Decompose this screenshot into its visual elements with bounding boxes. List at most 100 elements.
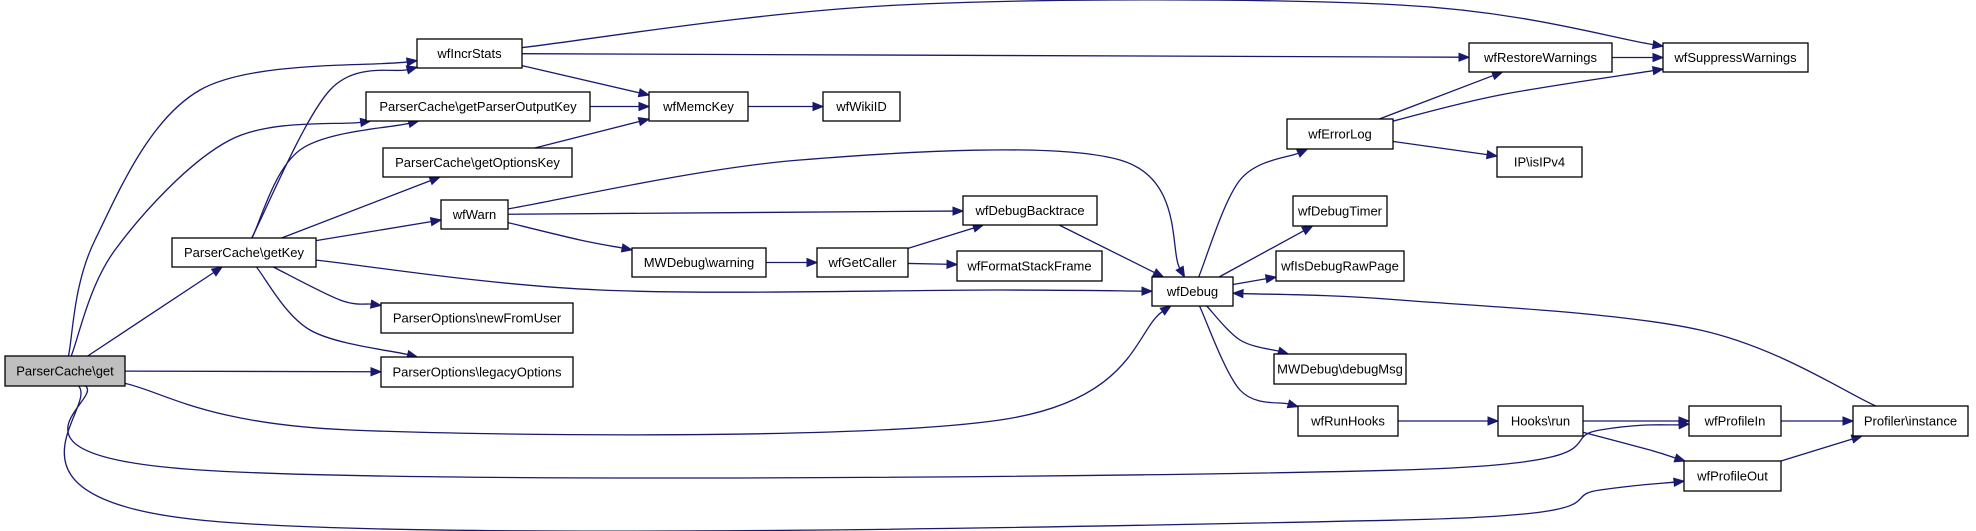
node-box[interactable] xyxy=(1468,42,1613,73)
node-box[interactable] xyxy=(4,355,126,387)
edge-wfMemcKey-to-wfWikiID xyxy=(748,101,825,112)
node-box[interactable] xyxy=(816,247,909,278)
edge-getOptionsKey-to-wfMemcKey xyxy=(534,117,651,149)
node-box[interactable] xyxy=(365,91,591,122)
node-hooksRun[interactable]: Hooks\run xyxy=(1497,405,1584,437)
node-label: MWDebug\debugMsg xyxy=(1277,362,1403,377)
node-wfRestoreWarnings[interactable]: wfRestoreWarnings xyxy=(1468,42,1613,73)
node-wfErrorLog[interactable]: wfErrorLog xyxy=(1286,118,1394,150)
arrowhead-icon xyxy=(1652,52,1665,63)
edge-line xyxy=(1218,230,1305,278)
edge-line xyxy=(1582,431,1676,459)
node-get[interactable]: ParserCache\get xyxy=(4,355,126,387)
edge-line xyxy=(251,69,408,239)
node-label: wfGetCaller xyxy=(828,255,898,270)
node-box[interactable] xyxy=(822,91,901,122)
node-wfGetCaller[interactable]: wfGetCaller xyxy=(816,247,909,278)
node-box[interactable] xyxy=(171,237,317,268)
node-box[interactable] xyxy=(380,356,574,388)
edge-wfErrorLog-to-wfSuppressWarnings xyxy=(1392,66,1665,122)
edge-getKey-to-wfIncrStats xyxy=(251,65,419,239)
node-wfProfileOut[interactable]: wfProfileOut xyxy=(1683,460,1782,492)
node-wfDebug[interactable]: wfDebug xyxy=(1151,276,1234,307)
node-label: wfRestoreWarnings xyxy=(1483,50,1597,65)
edge-wfProfileIn-to-profilerInstance xyxy=(1781,416,1855,426)
node-isIPv4[interactable]: IP\isIPv4 xyxy=(1496,146,1583,178)
arrowhead-icon xyxy=(1151,268,1165,278)
edge-get-to-legacyOptions xyxy=(124,367,383,377)
edge-line xyxy=(1392,69,1654,122)
node-wfWarn[interactable]: wfWarn xyxy=(440,199,509,230)
arrowhead-icon xyxy=(637,88,651,98)
node-box[interactable] xyxy=(962,195,1098,226)
node-box[interactable] xyxy=(1496,146,1583,178)
edge-line xyxy=(1392,140,1488,156)
node-box[interactable] xyxy=(1275,250,1405,282)
arrowhead-icon xyxy=(428,176,442,186)
node-getParserOutputKey[interactable]: ParserCache\getParserOutputKey xyxy=(365,91,591,122)
node-box[interactable] xyxy=(1286,118,1394,150)
node-box[interactable] xyxy=(416,38,523,69)
arrowhead-icon xyxy=(405,65,419,75)
edge-line xyxy=(1379,74,1494,120)
edge-wfWarn-to-MWDebugWarning xyxy=(507,221,634,253)
edge-getKey-to-wfWarn xyxy=(315,217,443,242)
node-box[interactable] xyxy=(956,250,1103,282)
node-profilerInstance[interactable]: Profiler\instance xyxy=(1852,405,1969,437)
edge-getKey-to-getOptionsKey xyxy=(281,176,442,239)
node-wfIncrStats[interactable]: wfIncrStats xyxy=(416,38,523,69)
node-box[interactable] xyxy=(1292,195,1388,227)
node-box[interactable] xyxy=(1852,405,1969,437)
arrowhead-icon xyxy=(1485,149,1499,160)
node-box[interactable] xyxy=(1151,276,1234,307)
edge-get-to-wfDebug xyxy=(124,305,1172,436)
node-legacyOptions[interactable]: ParserOptions\legacyOptions xyxy=(380,356,574,388)
arrowhead-icon xyxy=(620,243,634,253)
node-wfDebugBacktrace[interactable]: wfDebugBacktrace xyxy=(962,195,1098,226)
node-getKey[interactable]: ParserCache\getKey xyxy=(171,237,317,268)
node-wfFormatStackFrame[interactable]: wfFormatStackFrame xyxy=(956,250,1103,282)
arrowhead-icon xyxy=(429,217,443,227)
node-box[interactable] xyxy=(631,247,767,278)
node-newFromUser[interactable]: ParserOptions\newFromUser xyxy=(380,302,574,334)
node-label: wfDebugBacktrace xyxy=(974,203,1084,218)
arrowhead-icon xyxy=(806,257,819,268)
edge-wfIncrStats-to-wfMemcKey xyxy=(521,65,651,98)
node-wfIsDebugRawPage[interactable]: wfIsDebugRawPage xyxy=(1275,250,1405,282)
node-debugMsg[interactable]: MWDebug\debugMsg xyxy=(1273,353,1407,385)
node-label: wfProfileOut xyxy=(1696,469,1768,484)
edge-wfGetCaller-to-wfDebugBacktrace xyxy=(907,223,985,249)
edge-line xyxy=(1242,292,1877,407)
node-box[interactable] xyxy=(1273,353,1407,385)
node-box[interactable] xyxy=(380,302,574,334)
node-box[interactable] xyxy=(1683,460,1782,492)
edge-hooksRun-to-wfProfileIn xyxy=(1583,416,1691,426)
node-box[interactable] xyxy=(1497,405,1584,437)
node-wfRunHooks[interactable]: wfRunHooks xyxy=(1297,405,1399,437)
node-wfWikiID[interactable]: wfWikiID xyxy=(822,91,901,122)
edge-wfIncrStats-to-wfSuppressWarnings xyxy=(521,0,1665,50)
edge-get-to-getParserOutputKey xyxy=(70,117,372,357)
node-MWDebugWarning[interactable]: MWDebug\warning xyxy=(631,247,767,278)
node-label: wfMemcKey xyxy=(662,99,734,114)
node-getOptionsKey[interactable]: ParserCache\getOptionsKey xyxy=(382,147,573,178)
node-wfMemcKey[interactable]: wfMemcKey xyxy=(648,91,749,122)
node-box[interactable] xyxy=(1688,405,1782,437)
node-box[interactable] xyxy=(382,147,573,178)
edge-line xyxy=(1058,224,1155,274)
edge-wfGetCaller-to-wfFormatStackFrame xyxy=(907,259,959,269)
arrowhead-icon xyxy=(369,299,383,309)
edge-line xyxy=(63,385,1675,531)
node-label: ParserCache\get xyxy=(16,364,114,379)
node-box[interactable] xyxy=(1297,405,1399,437)
arrowhead-icon xyxy=(1264,274,1278,284)
edge-line xyxy=(907,227,974,249)
node-wfSuppressWarnings[interactable]: wfSuppressWarnings xyxy=(1662,42,1809,73)
node-box[interactable] xyxy=(1662,42,1809,73)
arrowhead-icon xyxy=(210,266,224,277)
node-box[interactable] xyxy=(440,199,509,230)
node-label: wfErrorLog xyxy=(1307,127,1372,142)
node-wfProfileIn[interactable]: wfProfileIn xyxy=(1688,405,1782,437)
node-box[interactable] xyxy=(648,91,749,122)
node-wfDebugTimer[interactable]: wfDebugTimer xyxy=(1292,195,1388,227)
